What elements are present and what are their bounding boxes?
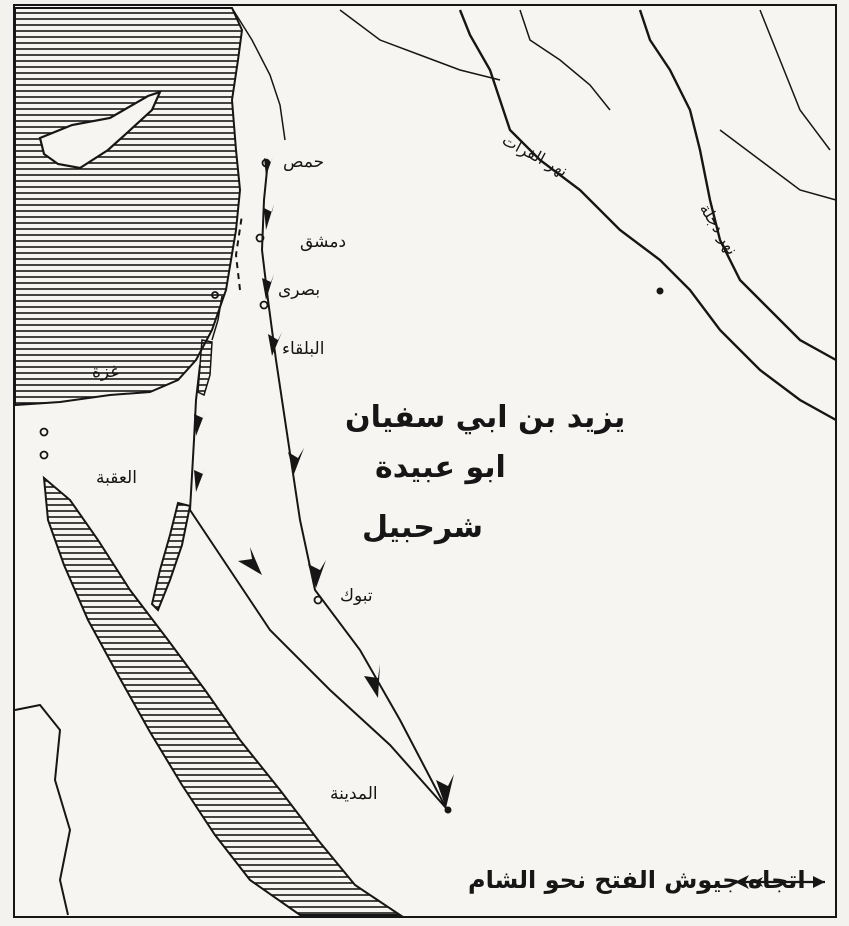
euphrates-tributary [519, 9, 611, 111]
arrow-1 [436, 774, 454, 808]
city-dot-busra [259, 300, 269, 310]
commander-label-abu-ubaida: ابو عبيدة [375, 450, 506, 485]
city-dot-damascus [255, 233, 265, 243]
city-label-medina: المدينة [330, 784, 378, 804]
arrow-11 [194, 410, 206, 436]
gulf-of-aqaba [150, 501, 192, 612]
commander-label-shurahbil: شرحبيل [362, 510, 484, 545]
legend-arrow-icon [735, 875, 825, 889]
persian-border [759, 9, 831, 151]
city-label-damascus: دمشق [300, 232, 347, 252]
arrow-7 [264, 204, 274, 230]
jordan-river [211, 295, 223, 341]
arrow-10 [194, 466, 206, 492]
arrow-3 [308, 560, 326, 588]
city-dot-gaza-1 [39, 427, 49, 437]
arrow-6 [262, 274, 274, 300]
city-label-gaza: غزة [92, 362, 120, 382]
city-label-homs: حمص [283, 152, 325, 172]
city-label-tabuk: تبوك [340, 586, 373, 606]
legend-label: اتجاه جيوش الفتح نحو الشام [468, 866, 806, 894]
city-dot-homs [261, 158, 271, 168]
route-arrows [194, 156, 454, 808]
city-dot-tabuk [313, 595, 323, 605]
coastline-africa-west [14, 703, 72, 916]
city-label-aqaba: العقبة [96, 468, 137, 488]
arrow-2 [364, 664, 380, 698]
mediterranean-sea [14, 7, 244, 407]
route-aqaba [189, 509, 447, 809]
tigris-tributary [719, 129, 837, 201]
border-east [339, 9, 501, 81]
arrow-4 [288, 448, 304, 474]
city-dot-gaza-2 [39, 450, 49, 460]
route-tabuk-north [260, 159, 447, 809]
route-coast [234, 214, 243, 291]
red-sea [42, 475, 404, 916]
arrow-5 [268, 332, 282, 356]
city-label-busra: بصرى [278, 280, 321, 300]
cyprus-island [38, 90, 163, 170]
city-dot-medina [444, 806, 452, 814]
city-dot-coast [211, 291, 219, 299]
arrow-9 [238, 547, 262, 575]
city-dot-iraq [656, 287, 664, 295]
border-north [231, 7, 286, 141]
city-label-balqa: البلقاء [282, 339, 325, 359]
commander-label-yazid: يزيد بن ابي سفيان [345, 400, 626, 435]
tigris-river [638, 9, 837, 362]
euphrates-river [458, 9, 837, 422]
